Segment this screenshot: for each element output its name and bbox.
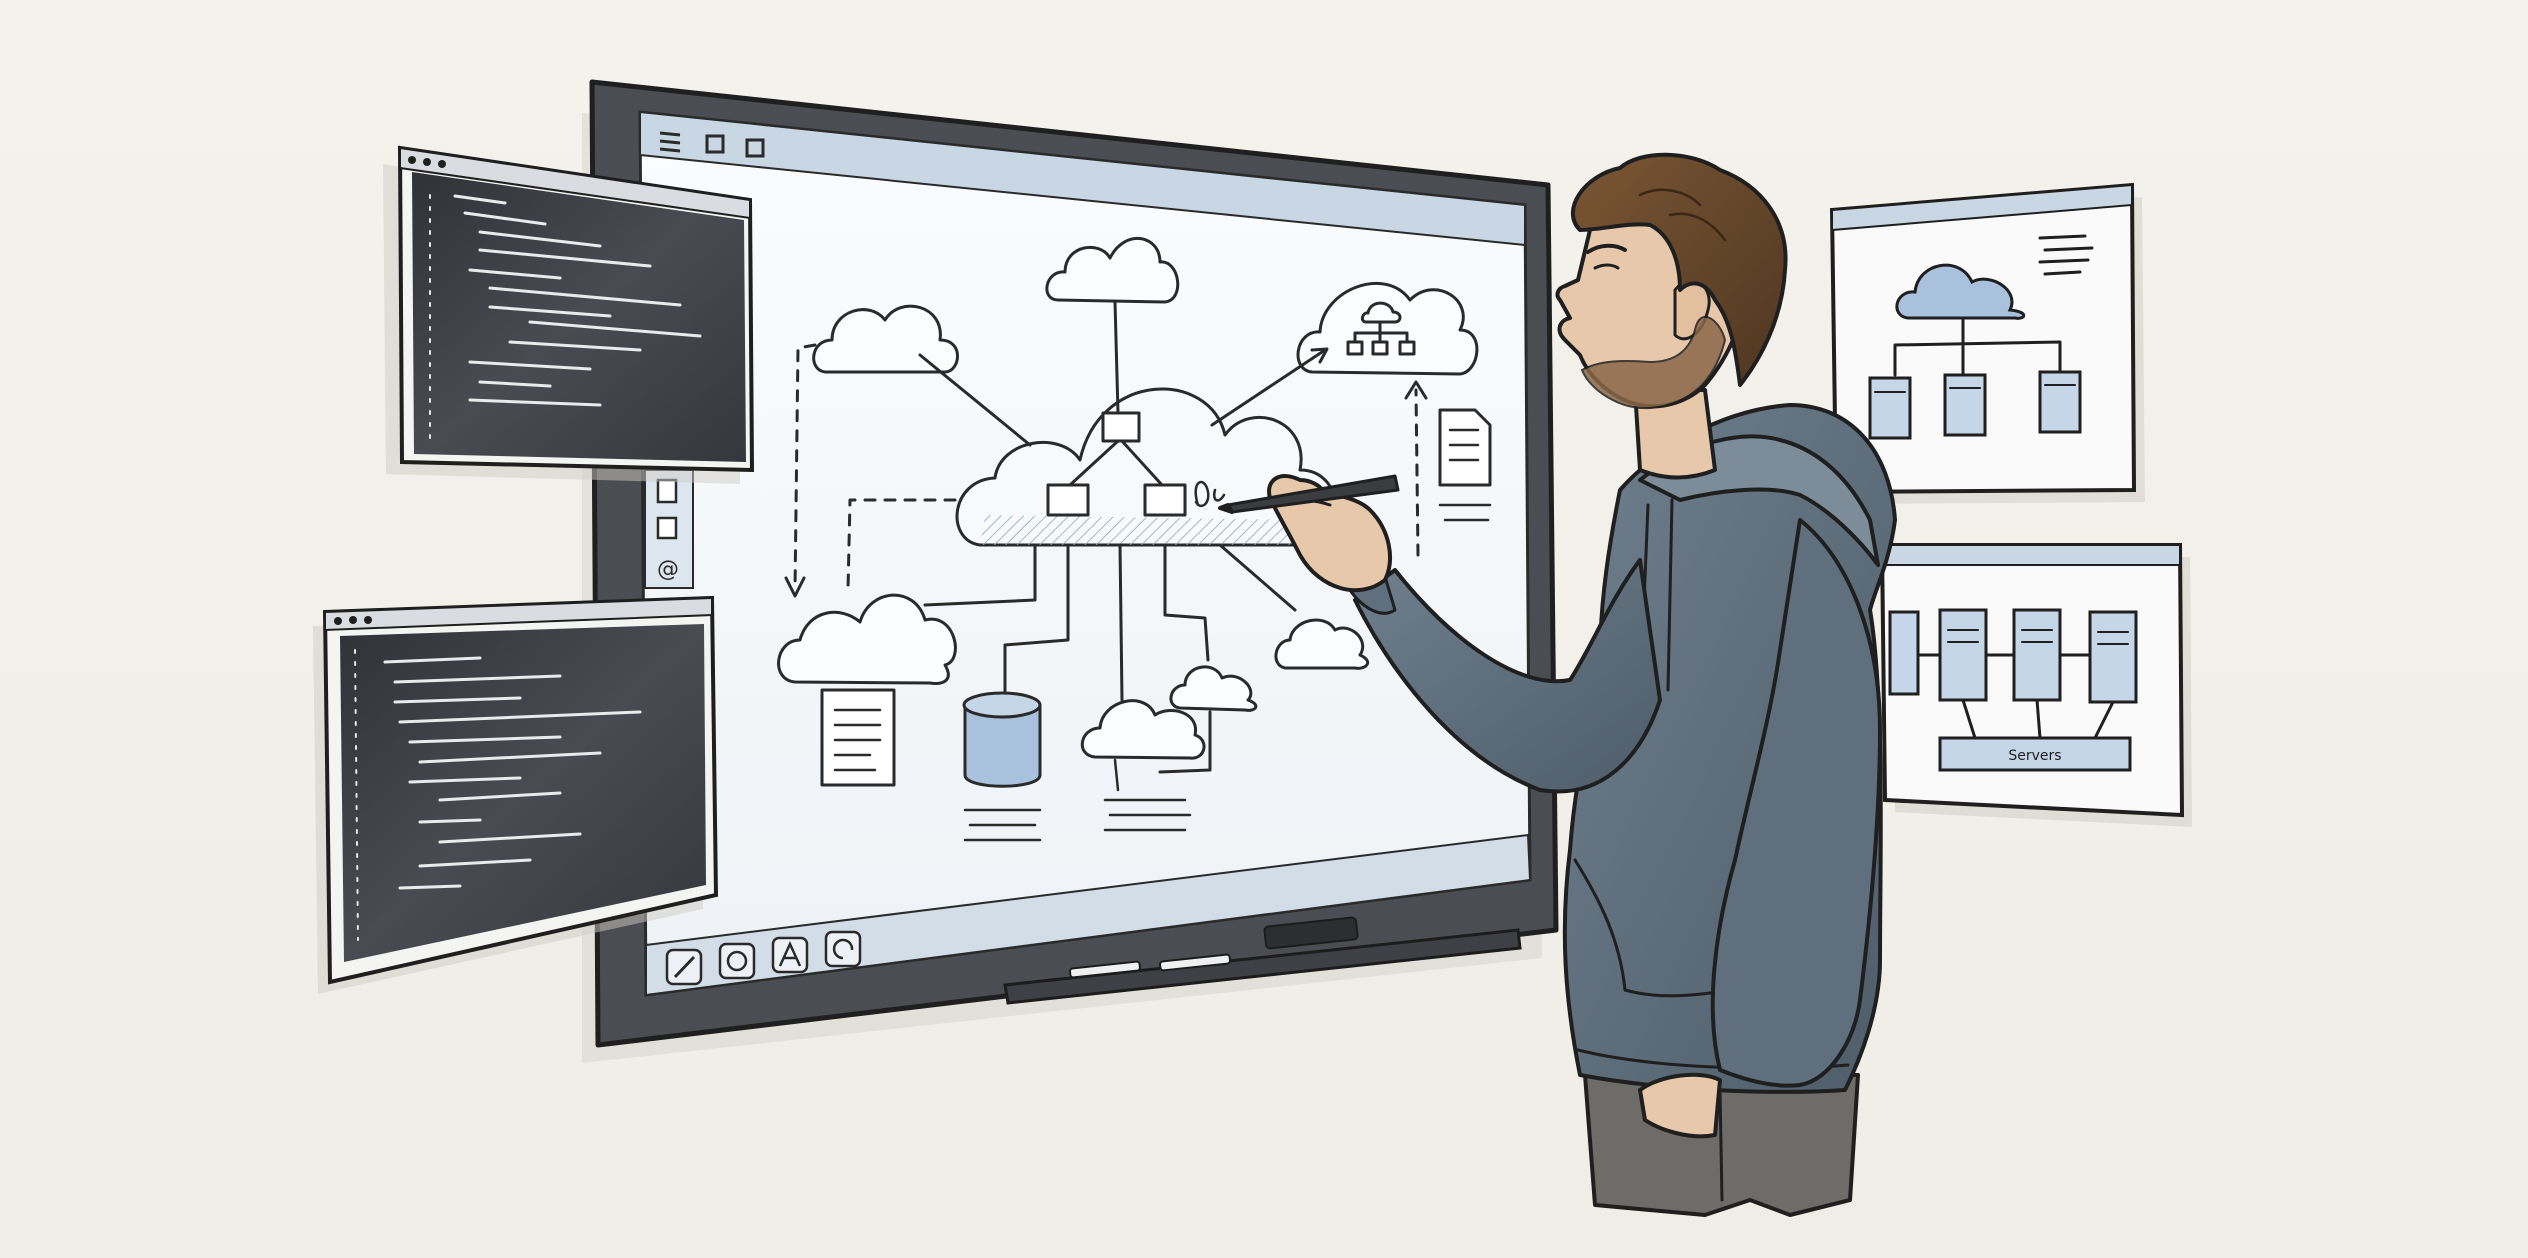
pen-tool-icon[interactable]	[665, 948, 703, 986]
handwritten-scribble	[1194, 480, 1226, 508]
top-right-cloud	[1296, 281, 1479, 376]
shape-tool-icon[interactable]	[718, 942, 756, 980]
tool-page-icon[interactable]	[656, 478, 678, 504]
interactive-whiteboard: @	[582, 79, 1559, 1063]
terminal-bottom-screen	[340, 624, 706, 962]
code-lines-2	[354, 649, 642, 941]
back-hand	[1638, 1072, 1722, 1139]
dashed-flow-right	[1414, 388, 1420, 557]
server-tower-icon-4	[2088, 610, 2138, 704]
whiteboard-bottom-bar	[645, 833, 1532, 997]
window-dot-icon-3[interactable]	[438, 160, 446, 168]
window-dot-icon-4[interactable]	[334, 617, 342, 625]
front-arm	[1353, 558, 1662, 794]
server-box-icon-2	[1943, 373, 1987, 437]
top-cloud	[1045, 237, 1180, 304]
tool-at-icon[interactable]: @	[657, 557, 679, 582]
document-icon-right	[1438, 408, 1492, 487]
tray-marker-2[interactable]	[1159, 953, 1232, 972]
bottom-left-cloud	[777, 593, 957, 685]
server-rack-window[interactable]: Servers	[1879, 543, 2192, 827]
hair	[1570, 152, 1788, 387]
window-dot-icon-2[interactable]	[423, 158, 431, 166]
mini-cloud-icon	[1360, 301, 1402, 324]
server-tower-icon-3	[2012, 608, 2062, 702]
back-arm	[1710, 518, 1882, 1088]
beard	[1581, 316, 1726, 410]
whiteboard-top-bar	[639, 110, 1526, 247]
window-titlebar-2	[1881, 544, 2181, 566]
dashed-flow-mid	[846, 498, 957, 592]
cloud-servers-window[interactable]	[1829, 182, 2145, 504]
server-tower-icon	[1888, 610, 1920, 696]
tray-marker[interactable]	[1068, 960, 1141, 979]
terminal-bottom-titlebar	[324, 596, 713, 632]
server-tower-icon-2	[1938, 608, 1988, 702]
database-cylinder-icon	[962, 691, 1042, 842]
pen-tray	[1003, 928, 1522, 1005]
menu-icon[interactable]	[659, 131, 681, 153]
menu-lines-icon	[2038, 234, 2094, 276]
right-mid-cloud	[1274, 618, 1370, 670]
eyebrow	[1586, 243, 1627, 254]
eye	[1593, 263, 1620, 270]
server-box-icon	[1868, 376, 1912, 440]
eraser[interactable]	[1263, 916, 1359, 950]
dashed-flow-left	[793, 343, 817, 592]
window-square-icon-2[interactable]	[745, 138, 765, 158]
bottom-tool-buttons	[665, 930, 862, 986]
terminal-top-screen	[412, 172, 746, 462]
central-node-left	[1046, 483, 1090, 517]
window-square-icon[interactable]	[705, 134, 725, 154]
text-tool-icon[interactable]	[771, 936, 809, 974]
tool-copy-icon[interactable]	[656, 516, 678, 540]
central-node-right	[1143, 483, 1187, 517]
bottom-right-small-cloud	[1169, 665, 1258, 712]
servers-label-box	[1938, 736, 2132, 772]
window-titlebar	[1831, 183, 2133, 232]
terminal-top-titlebar	[399, 146, 751, 220]
terminal-window-top[interactable]	[383, 145, 755, 484]
terminal-window-bottom[interactable]	[313, 595, 719, 994]
undo-tool-icon[interactable]	[824, 930, 862, 968]
person-drawing-on-whiteboard	[1218, 152, 1897, 1217]
bottom-center-cloud	[1080, 699, 1206, 760]
central-node-top	[1101, 411, 1141, 443]
blue-cloud-icon	[1895, 263, 2026, 320]
server-box-icon-3	[2038, 370, 2082, 434]
window-dot-icon-6[interactable]	[364, 616, 372, 624]
servers-label: Servers	[2008, 748, 2061, 764]
window-dot-icon[interactable]	[408, 156, 416, 164]
window-dot-icon-5[interactable]	[349, 616, 357, 624]
code-lines	[429, 194, 702, 441]
